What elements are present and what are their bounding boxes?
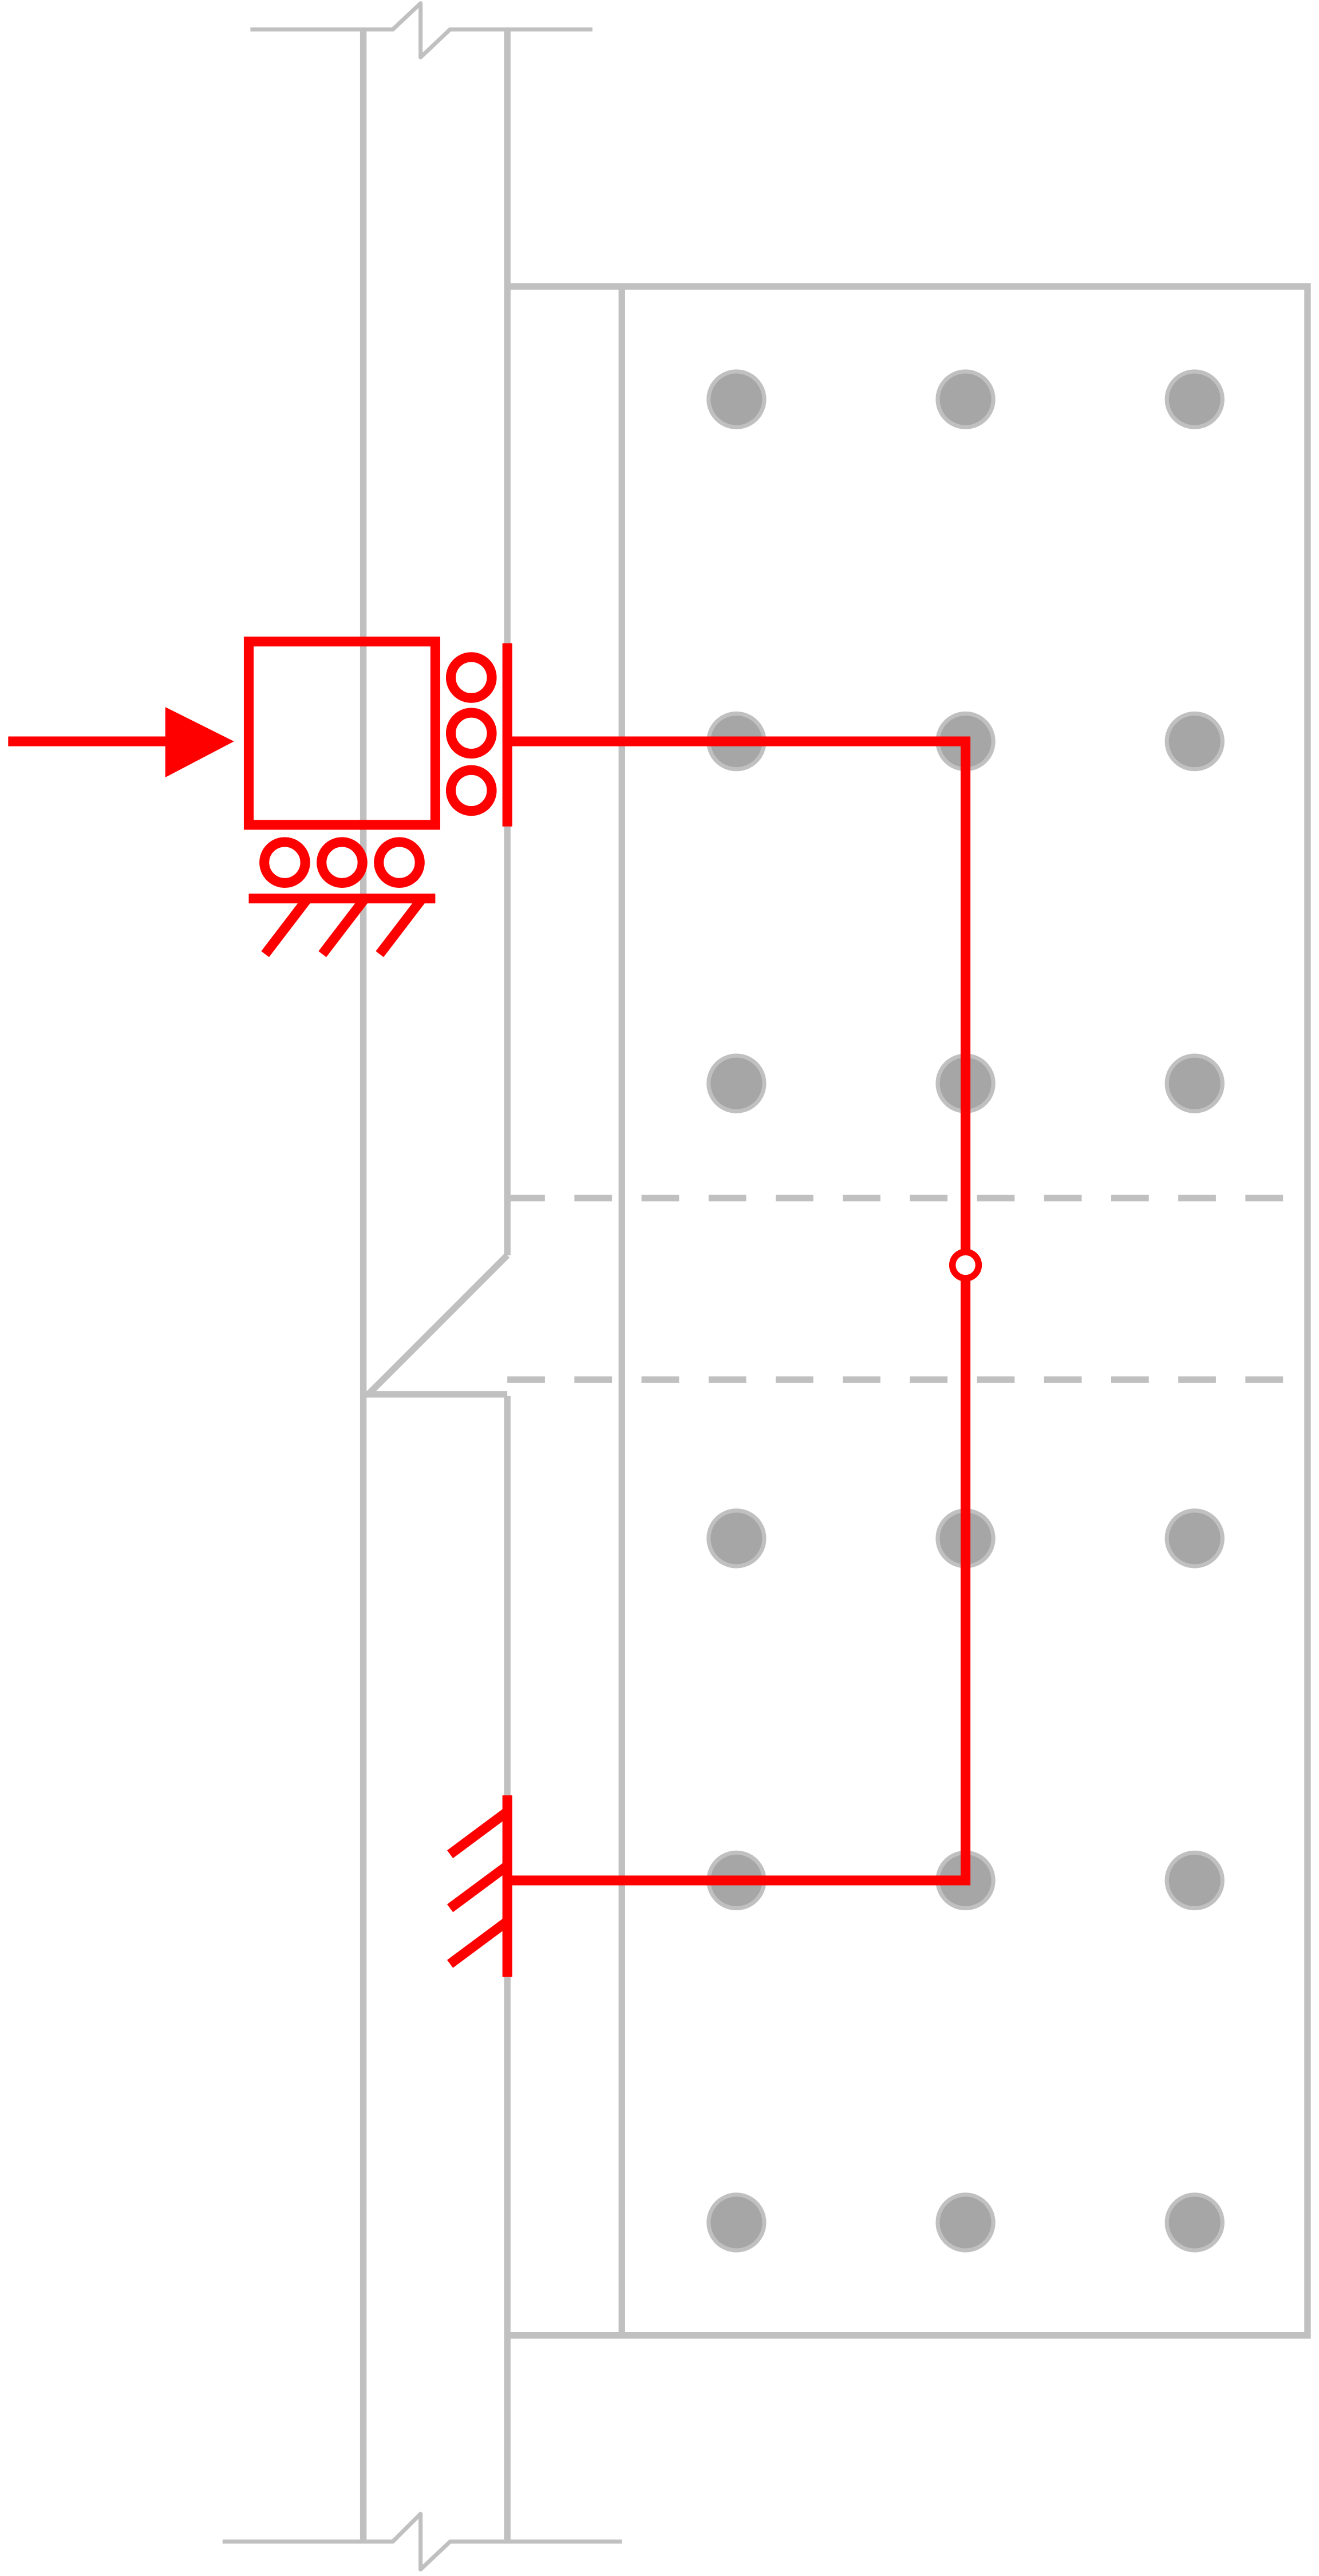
reinforcement-dots (706, 369, 1225, 2253)
reinforcement-dot (1164, 369, 1225, 429)
reinforcement-dot (706, 2192, 767, 2253)
support-model (8, 637, 982, 1977)
reinforcement-dot (706, 369, 767, 429)
reinforcement-dot (706, 1053, 767, 1113)
bottom-break-line (222, 2511, 622, 2572)
fixed-hatch-1 (447, 1807, 511, 1859)
reinforcement-dot (935, 369, 996, 429)
sliding-block (243, 637, 440, 830)
reinforcement-dot (1164, 1053, 1225, 1113)
ground-hatch-3 (376, 895, 426, 957)
panel (507, 283, 1311, 2339)
fixed-hatch-2 (447, 1862, 511, 1913)
reinforcement-dot (706, 1508, 767, 1568)
load-arrow-head (165, 707, 234, 778)
member-upper (507, 736, 971, 1253)
notch-diagonal (366, 1253, 510, 1397)
reinforcement-dot (935, 2192, 996, 2253)
ground-hatch-1 (261, 895, 312, 957)
panel-outline (507, 283, 1311, 2339)
roller-bottom-3 (374, 837, 425, 888)
top-break-line (250, 1, 593, 60)
reinforcement-dot (1164, 1850, 1225, 1911)
hinge (949, 1249, 982, 1282)
roller-bottom-2 (317, 837, 368, 888)
roller-right-2 (445, 708, 497, 759)
roller-bottom-1 (259, 837, 310, 888)
column (222, 1, 622, 2572)
reinforcement-dot (1164, 1508, 1225, 1568)
reinforcement-dot (1164, 2192, 1225, 2253)
ground-hatch-2 (318, 895, 369, 957)
member-lower (507, 1278, 971, 1886)
fixed-hatch-3 (447, 1917, 511, 1968)
roller-right-1 (445, 652, 497, 703)
reinforcement-dot (1164, 711, 1225, 772)
roller-right-3 (445, 765, 497, 816)
